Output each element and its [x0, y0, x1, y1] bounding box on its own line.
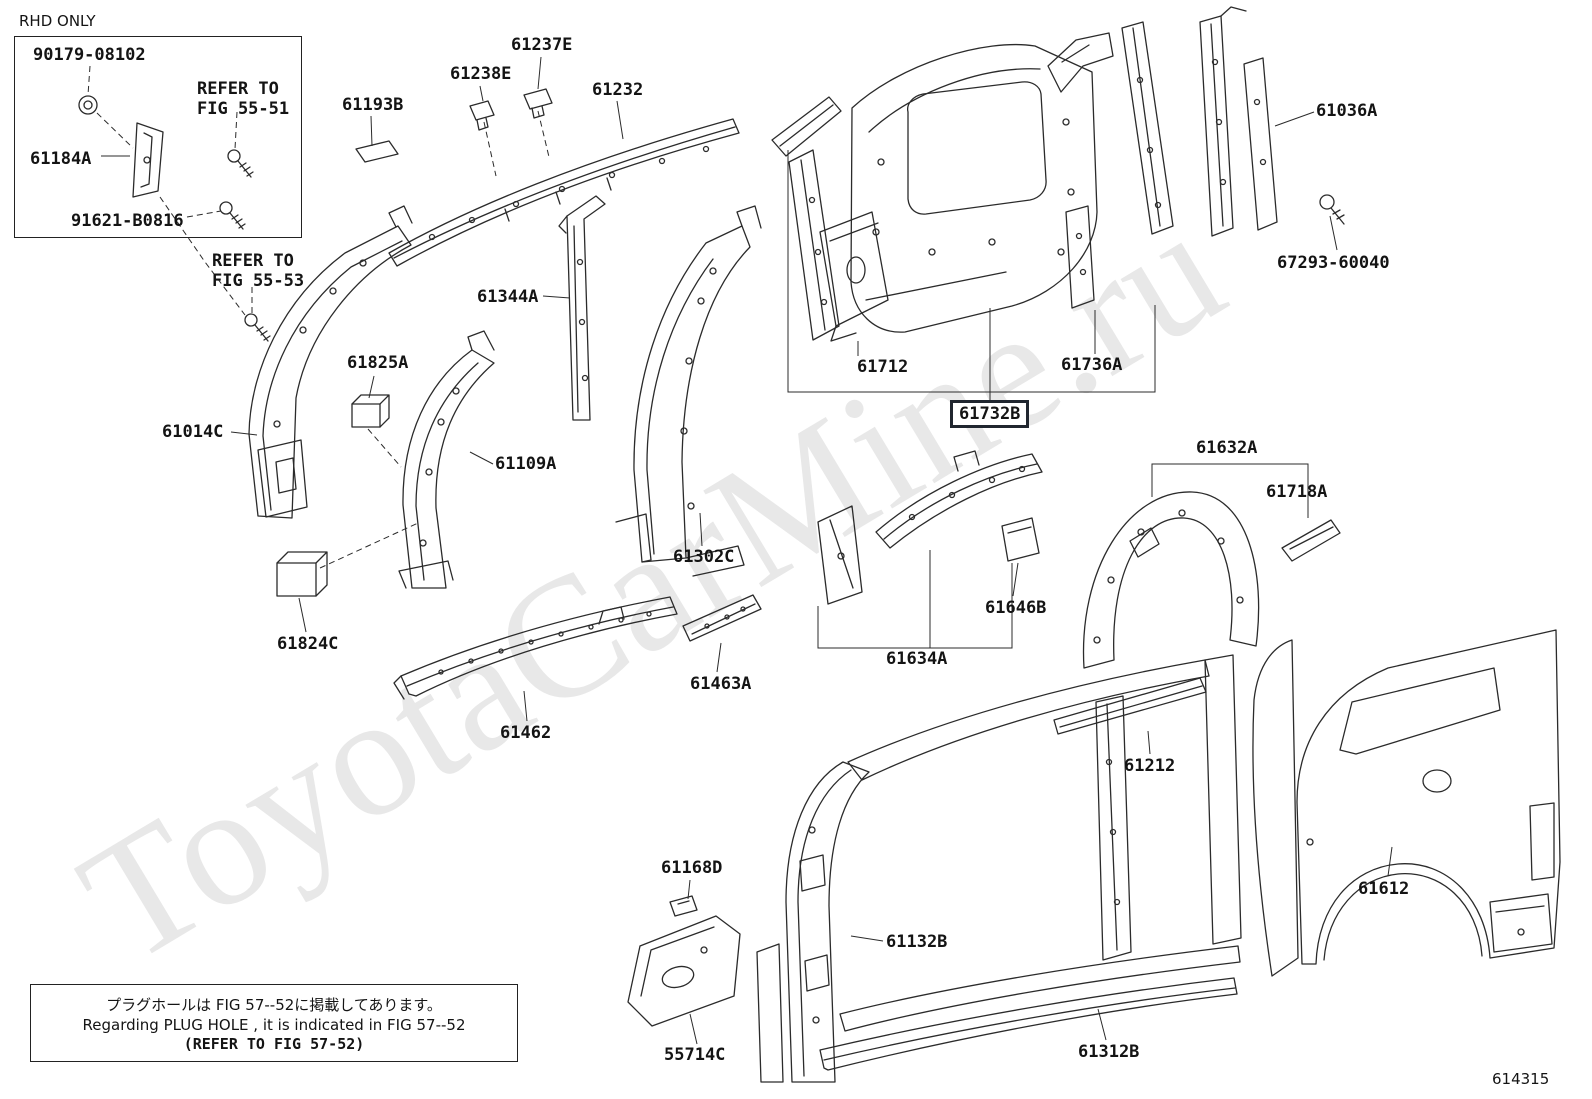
drawing-rear-inner-panel-assembly	[771, 21, 1174, 342]
leader-lines	[101, 56, 1393, 1045]
part-label-61732B-selected: 61732B	[950, 400, 1030, 428]
drawing-61232-roof-side-rail	[388, 118, 740, 267]
drawing-61014C-front-pillar	[248, 205, 413, 519]
part-label-61312B: 61312B	[1078, 1042, 1140, 1062]
drawing-61463A-strip	[682, 594, 762, 642]
drawing-uniside-assembly	[756, 654, 1242, 1083]
drawing-61168D-clip	[669, 895, 698, 917]
drawing-61237E	[523, 88, 553, 119]
rhd-only-box	[14, 36, 302, 238]
plug-hole-note-en: Regarding PLUG HOLE , it is indicated in…	[82, 1015, 466, 1034]
part-label-55714C: 55714C	[664, 1045, 726, 1065]
plug-hole-note-jp: プラグホールは FIG 57--52に掲載してあります。	[106, 995, 442, 1014]
drawing-61109A-pillar	[398, 330, 495, 589]
part-label-91621-B0816: 91621-B0816	[71, 211, 184, 231]
drawing-61036A-quarter-pillar	[1199, 6, 1278, 237]
part-label-61718A: 61718A	[1266, 482, 1328, 502]
plug-hole-note-box: プラグホールは FIG 57--52に掲載してあります。 Regarding P…	[30, 984, 518, 1062]
part-label-61712: 61712	[857, 357, 909, 377]
part-label-61237E: 61237E	[511, 35, 573, 55]
part-label-61036A: 61036A	[1316, 101, 1378, 121]
part-label-61634A: 61634A	[886, 649, 948, 669]
part-label-61344A: 61344A	[477, 287, 539, 307]
drawing-61718A-bracket	[1281, 519, 1341, 562]
part-label-90179-08102: 90179-08102	[33, 45, 146, 65]
part-label-61646B: 61646B	[985, 598, 1047, 618]
drawing-61238E	[469, 100, 495, 131]
drawing-61344A-inner-pillar	[558, 195, 606, 421]
drawing-61302C-center-pillar	[615, 205, 762, 577]
part-label-61736A: 61736A	[1061, 355, 1123, 375]
part-label-61014C: 61014C	[162, 422, 224, 442]
drawing-61312B-rocker-panel	[819, 977, 1238, 1071]
figure-number: 614315	[1492, 1070, 1550, 1088]
drawing-61824C-pad	[276, 551, 328, 597]
part-label-61302C: 61302C	[673, 547, 735, 567]
part-label-61238E: 61238E	[450, 64, 512, 84]
drawing-61462-rocker	[393, 596, 678, 700]
part-label-61632A: 61632A	[1196, 438, 1258, 458]
drawing-rhd-hardware	[78, 95, 254, 230]
drawing-61634A-rail	[817, 450, 1043, 605]
part-label-61109A: 61109A	[495, 454, 557, 474]
refer-note-5553-line2: FIG 55-53	[212, 271, 305, 291]
part-label-61612: 61612	[1358, 879, 1410, 899]
part-label-61168D: 61168D	[661, 858, 723, 878]
refer-note-5551-line1: REFER TO	[197, 79, 279, 99]
part-label-61193B: 61193B	[342, 95, 404, 115]
drawing-61825A-pad	[351, 394, 390, 428]
drawing-61612-quarter-panel	[1252, 629, 1561, 977]
part-label-61232: 61232	[592, 80, 644, 100]
refer-note-5553-line1: REFER TO	[212, 251, 294, 271]
part-label-61132B: 61132B	[886, 932, 948, 952]
drawing-55714C-cowl-side	[627, 915, 741, 1027]
drawing-61632A-wheelhouse	[1082, 491, 1260, 669]
part-label-67293-60040: 67293-60040	[1277, 253, 1390, 273]
part-label-61824C: 61824C	[277, 634, 339, 654]
part-label-61184A: 61184A	[30, 149, 92, 169]
drawing-screw-fig5553	[244, 313, 271, 342]
part-label-61825A: 61825A	[347, 353, 409, 373]
part-label-61462: 61462	[500, 723, 552, 743]
drawing-67293-screw	[1319, 194, 1345, 225]
dashed-leader-lines	[87, 65, 550, 569]
part-label-61212: 61212	[1124, 756, 1176, 776]
refer-note-5551-line2: FIG 55-51	[197, 99, 290, 119]
plug-hole-note-ref: (REFER TO FIG 57-52)	[183, 1034, 365, 1053]
part-label-61463A: 61463A	[690, 674, 752, 694]
drawing-61646B-bracket	[1001, 517, 1040, 562]
drawing-61193B	[355, 140, 399, 163]
rhd-only-label: RHD ONLY	[19, 12, 96, 30]
